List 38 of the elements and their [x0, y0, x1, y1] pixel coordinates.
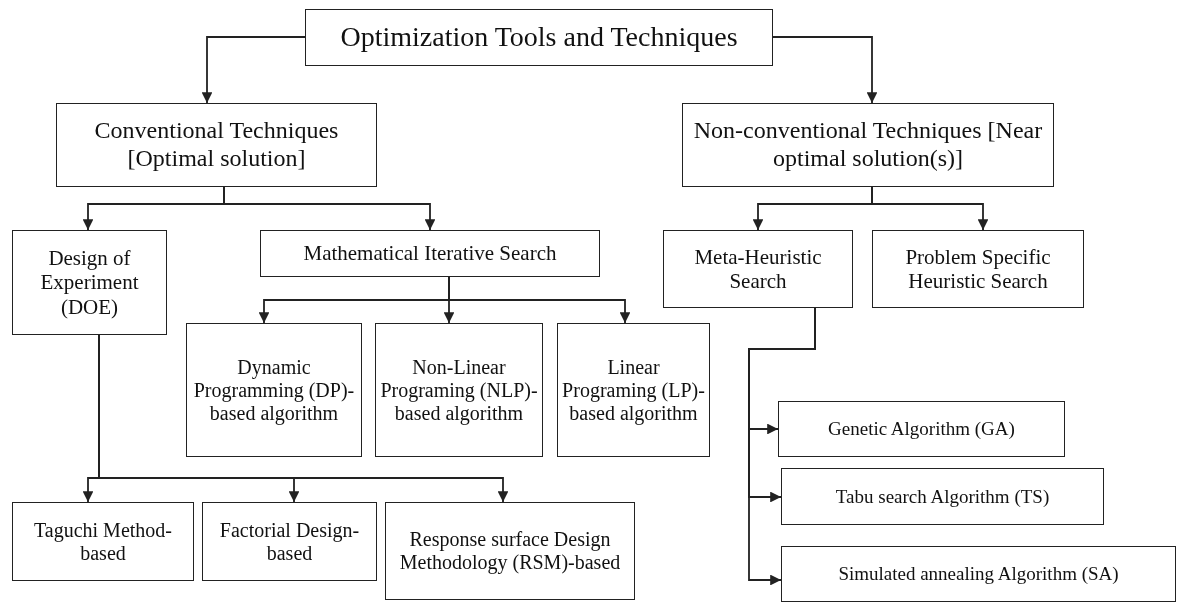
- box-label: Problem Specific Heuristic Search: [904, 244, 1052, 294]
- process-box: [12, 502, 194, 581]
- box-label: Simulated annealing Algorithm (SA): [838, 563, 1119, 585]
- box-label: Non-Linear Programing (NLP)-based algorithm: [379, 355, 539, 425]
- arrow: [748, 307, 816, 586]
- arrow: [871, 186, 989, 231]
- process-box: [778, 401, 1065, 457]
- box-label: Response surface Design Methodology (RSM)-based: [398, 528, 622, 574]
- process-box: [557, 323, 710, 457]
- box-label: Meta-Heuristic Search: [693, 244, 823, 294]
- process-box: [663, 230, 853, 308]
- arrow: [772, 36, 878, 104]
- process-box: [305, 9, 773, 66]
- box-label: Genetic Algorithm (GA): [828, 418, 1015, 440]
- process-box: [872, 230, 1084, 308]
- process-box: [260, 230, 600, 277]
- box-label: Dynamic Programming (DP)-based algorithm: [192, 355, 356, 425]
- arrow: [223, 186, 436, 231]
- process-box: [202, 502, 377, 581]
- box-label: Design of Experiment (DOE): [39, 246, 140, 319]
- box-label: Linear Programing (LP)-based algorithm: [561, 355, 706, 425]
- box-label: Tabu search Algorithm (TS): [835, 485, 1050, 508]
- box-label: Factorial Design-based: [218, 518, 361, 565]
- process-box: [375, 323, 543, 457]
- process-box: [781, 546, 1176, 602]
- arrow: [201, 36, 306, 104]
- process-box: [56, 103, 377, 187]
- box-label: Conventional Techniques [Optimal solution]: [93, 117, 340, 173]
- box-label: Optimization Tools and Techniques: [340, 21, 738, 54]
- box-label: Non-conventional Techniques [Near optimal solution(s)]: [692, 117, 1044, 173]
- box-label: Taguchi Method-based: [33, 518, 173, 565]
- arrow: [448, 276, 631, 324]
- process-box: [682, 103, 1054, 187]
- box-label: Mathematical Iterative Search: [303, 241, 557, 266]
- process-box: [186, 323, 362, 457]
- process-box: [12, 230, 167, 335]
- process-box: [781, 468, 1104, 525]
- process-box: [385, 502, 635, 600]
